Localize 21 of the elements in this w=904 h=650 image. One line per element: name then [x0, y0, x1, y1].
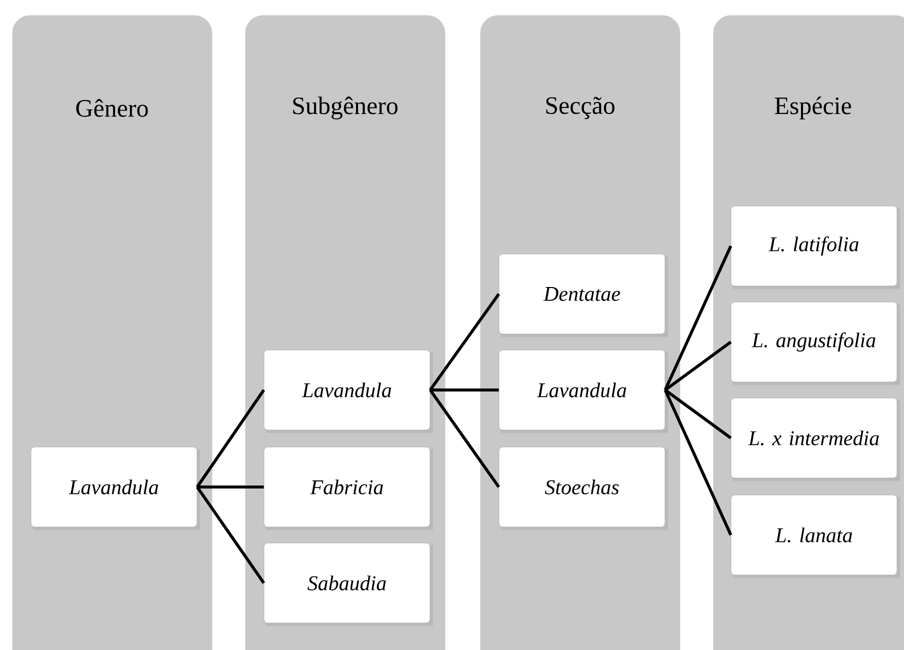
taxon-box: L. x intermedia	[730, 398, 900, 481]
taxon-box: L. lanata	[730, 494, 900, 578]
taxon-box: Lavandula	[264, 350, 433, 433]
connector-line	[428, 389, 500, 488]
connector-line	[196, 486, 266, 584]
taxon-box: Sabaudia	[264, 542, 433, 626]
taxon-box: Dentatae	[498, 254, 668, 337]
taxon-box: L. latifolia	[730, 206, 900, 289]
taxon-box: Lavandula	[498, 350, 668, 433]
connector-line	[664, 340, 732, 392]
connector-line	[664, 245, 732, 391]
taxon-box: Stoechas	[498, 446, 668, 530]
connector-line	[664, 389, 732, 536]
taxon-box: L. angustifolia	[730, 302, 900, 385]
connector-line	[197, 486, 264, 488]
connector-line	[430, 388, 499, 392]
taxon-box: Fabricia	[264, 446, 433, 530]
taxon-box: Lavandula	[30, 446, 200, 530]
connector-line	[428, 293, 500, 391]
connector-line	[664, 388, 732, 440]
connector-line	[196, 389, 266, 488]
